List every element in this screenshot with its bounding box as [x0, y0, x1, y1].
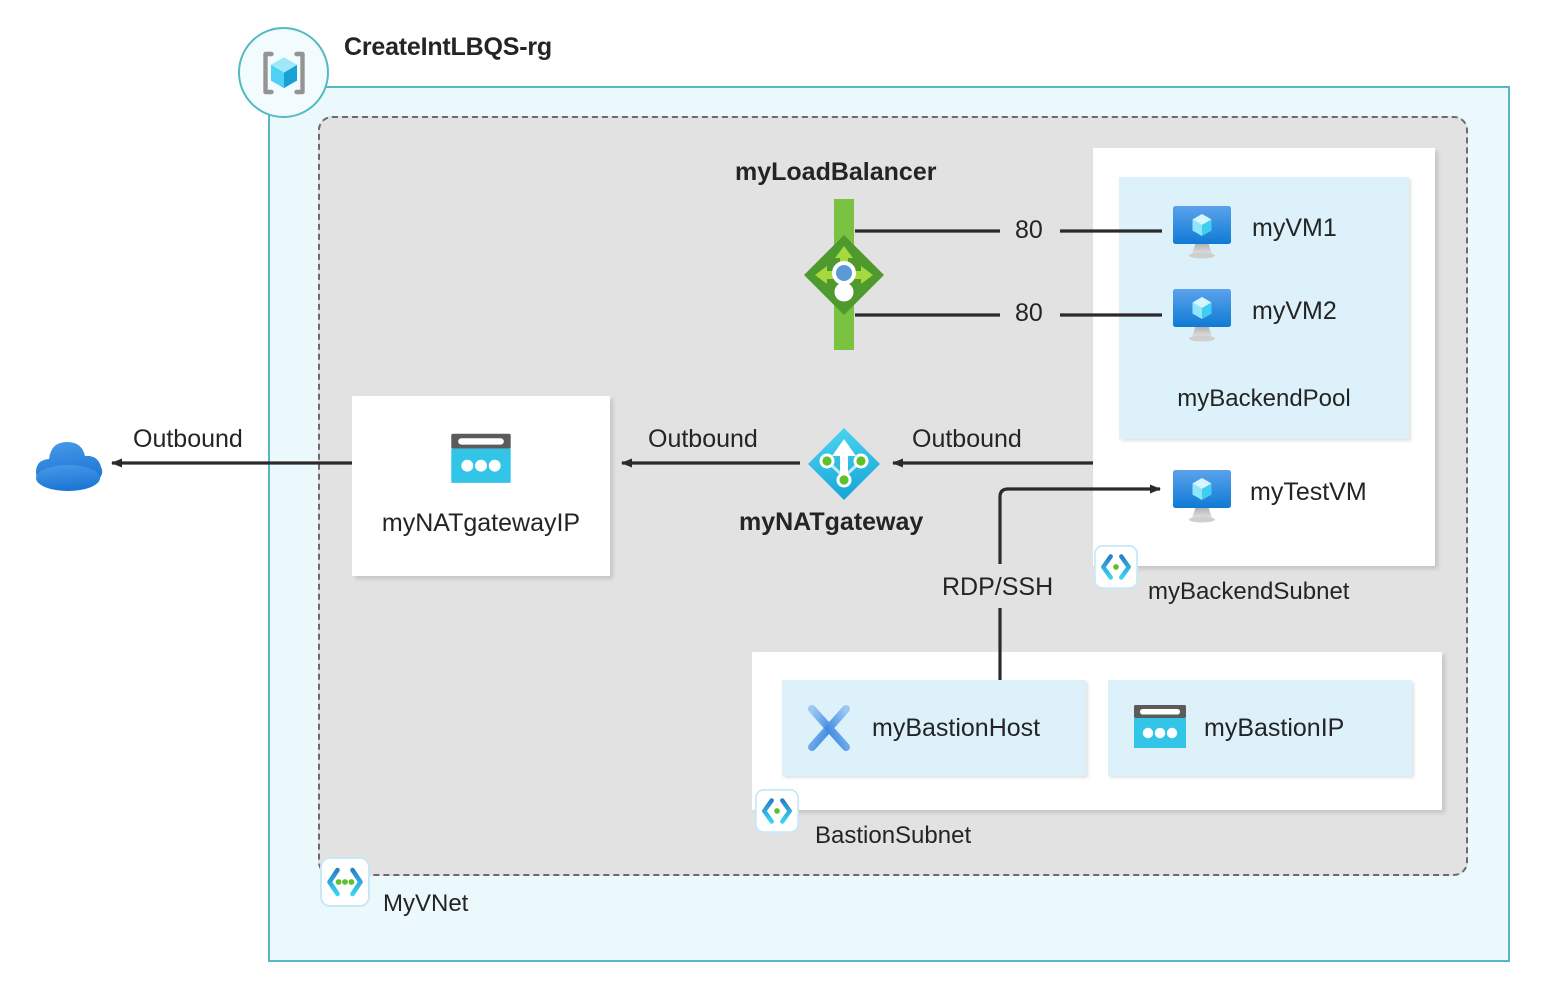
vm-label-myvm1: myVM1 [1252, 214, 1337, 242]
virtual-machine-icon-mytestvm [1168, 466, 1236, 533]
vnet-label: MyVNet [383, 890, 469, 917]
bastion-ip-card[interactable]: myBastionIP [1108, 680, 1412, 776]
nat-gateway-icon [805, 425, 883, 508]
virtual-machine-icon-myvm1 [1168, 202, 1236, 269]
bastion-host-label: myBastionHost [872, 713, 1041, 742]
subnet-icon-backend [1094, 545, 1138, 594]
backend-pool-container [1119, 177, 1409, 439]
load-balancer-title: myLoadBalancer [735, 158, 937, 186]
bastion-subnet-label: BastionSubnet [815, 822, 972, 849]
resource-group-icon [238, 27, 329, 118]
nat-gateway-ip-label: myNATgatewayIP [381, 509, 581, 537]
port-label-vm1: 80 [1015, 216, 1043, 244]
outbound-label-natip: Outbound [648, 425, 758, 453]
bastion-ip-label: myBastionIP [1204, 713, 1345, 742]
backend-pool-label: myBackendPool [1177, 385, 1351, 412]
bastion-icon [800, 699, 858, 757]
public-ip-icon-natgateway [449, 430, 513, 495]
port-label-vm2: 80 [1015, 299, 1043, 327]
vm-label-myvm2: myVM2 [1252, 297, 1337, 325]
outbound-label-subnet: Outbound [912, 425, 1022, 453]
vnet-icon [320, 857, 370, 912]
bastion-host-card[interactable]: myBastionHost [782, 680, 1086, 776]
resource-group-title: CreateIntLBQS-rg [344, 33, 552, 61]
nat-gateway-ip-container [352, 396, 610, 576]
subnet-icon-bastion [755, 789, 799, 838]
load-balancer-icon [800, 197, 888, 357]
vm-label-mytestvm: myTestVM [1250, 478, 1367, 506]
public-ip-icon-bastion [1132, 702, 1188, 754]
rdp-ssh-label: RDP/SSH [942, 573, 1054, 601]
outbound-label-internet: Outbound [133, 425, 243, 453]
virtual-machine-icon-myvm2 [1168, 285, 1236, 352]
cloud-icon [32, 430, 116, 497]
backend-subnet-label: myBackendSubnet [1148, 578, 1350, 605]
nat-gateway-title: myNATgateway [739, 508, 924, 536]
